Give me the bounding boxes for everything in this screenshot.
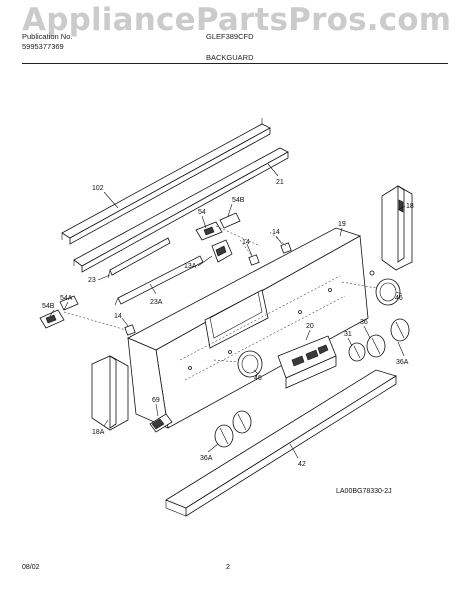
callout-36a-right: 36A: [396, 359, 409, 366]
watermark: AppliancePartsPros.com: [22, 2, 452, 38]
callout-18: 18: [406, 203, 414, 210]
publication-label: Publication No.: [22, 32, 73, 41]
callout-21: 21: [276, 179, 284, 186]
header-rule: [22, 63, 448, 64]
footer-page-number: 2: [226, 564, 230, 571]
callout-14-a: 14: [272, 229, 280, 236]
part-18a-end-cap-left: [91, 355, 129, 431]
part-18-end-cap-right: [381, 185, 413, 271]
part-54a-switch-left: [39, 295, 127, 331]
callout-18a: 18A: [92, 429, 105, 436]
part-21-trim-strip: [73, 147, 289, 273]
callout-14-b: 14: [242, 239, 250, 246]
callout-46-right: 46: [395, 295, 403, 302]
callout-23a: 23A: [150, 299, 163, 306]
part-54-switch-top: [195, 212, 261, 247]
callout-13a: 13A: [184, 263, 197, 270]
part-102-trim-strip: [61, 118, 271, 245]
callout-36a-bottom: 36A: [200, 455, 213, 462]
part-14-clips: [124, 231, 292, 336]
part-13a-switch: [211, 239, 233, 263]
footer-date: 08/02: [22, 564, 40, 571]
part-46-knob-middle: [213, 350, 263, 378]
diagram-code: LA00BG78330-2J: [336, 488, 392, 495]
part-36a-knobs-lower: [214, 410, 252, 448]
part-number-callouts: 102 21 54B 54 14 14 19 18 13A 23 23A 54A…: [42, 179, 414, 468]
callout-14-c: 14: [114, 313, 122, 320]
callout-23: 23: [88, 277, 96, 284]
publication-number: 5995377369: [22, 42, 64, 51]
part-20-clock-display: [277, 335, 337, 389]
callout-46-middle: 46: [254, 375, 262, 382]
callout-31: 31: [344, 331, 352, 338]
callout-54a: 54A: [60, 295, 73, 302]
part-46-knob-right: [341, 270, 401, 306]
part-23-bracket: [107, 237, 171, 279]
callout-54b-left: 54B: [42, 303, 55, 310]
callout-54-top: 54: [198, 209, 206, 216]
callout-102: 102: [92, 185, 104, 192]
part-19-backguard-panel: [127, 227, 369, 429]
callout-20: 20: [306, 323, 314, 330]
part-31-36-knobs-right: [348, 318, 410, 362]
callout-69: 69: [152, 397, 160, 404]
callout-54b-top: 54B: [232, 197, 245, 204]
callout-42: 42: [298, 461, 306, 468]
part-23a-bracket: [114, 255, 204, 306]
callout-36-a: 36: [360, 319, 368, 326]
callout-19: 19: [338, 221, 346, 228]
callout-leaders: [49, 163, 406, 459]
section-title: BACKGUARD: [206, 53, 254, 62]
model-number: GLEF389CFD: [206, 32, 254, 41]
part-69-fitting: [149, 413, 173, 433]
